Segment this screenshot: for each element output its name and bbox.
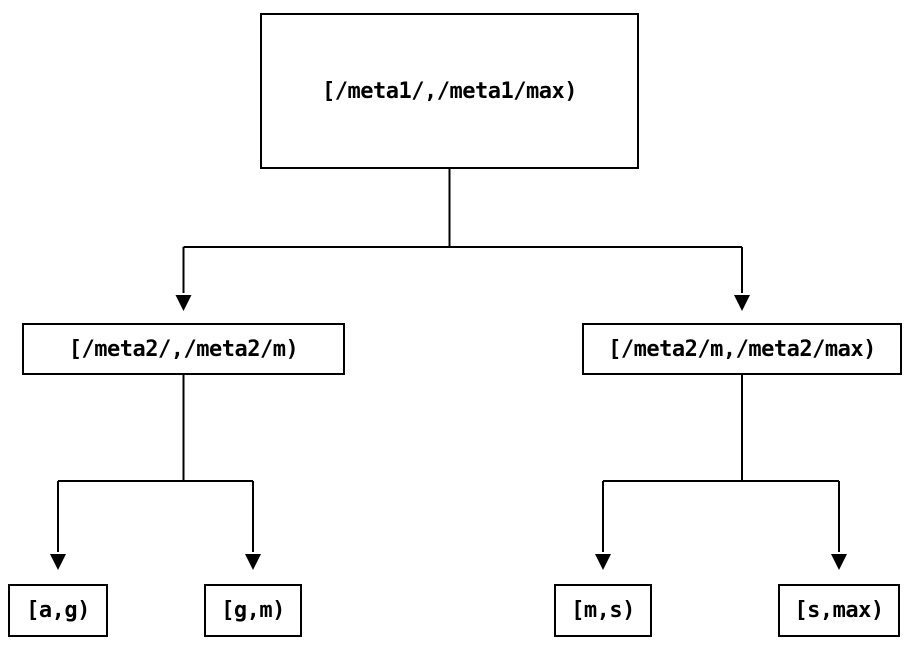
arrow-down-icon	[50, 554, 66, 570]
node-leaf-ms: [m,s)	[554, 584, 652, 637]
node-meta2-left: [/meta2/,/meta2/m)	[22, 323, 345, 375]
arrow-down-icon	[245, 554, 261, 570]
arrow-down-icon	[734, 295, 750, 311]
node-root: [/meta1/,/meta1/max)	[260, 13, 639, 169]
node-leaf-smax: [s,max)	[778, 584, 900, 637]
node-meta2-right: [/meta2/m,/meta2/max)	[582, 323, 902, 375]
node-leaf-gm: [g,m)	[204, 584, 302, 637]
arrow-down-icon	[831, 554, 847, 570]
arrow-down-icon	[175, 295, 192, 311]
node-leaf-ag: [a,g)	[8, 584, 108, 637]
arrow-down-icon	[595, 554, 611, 570]
